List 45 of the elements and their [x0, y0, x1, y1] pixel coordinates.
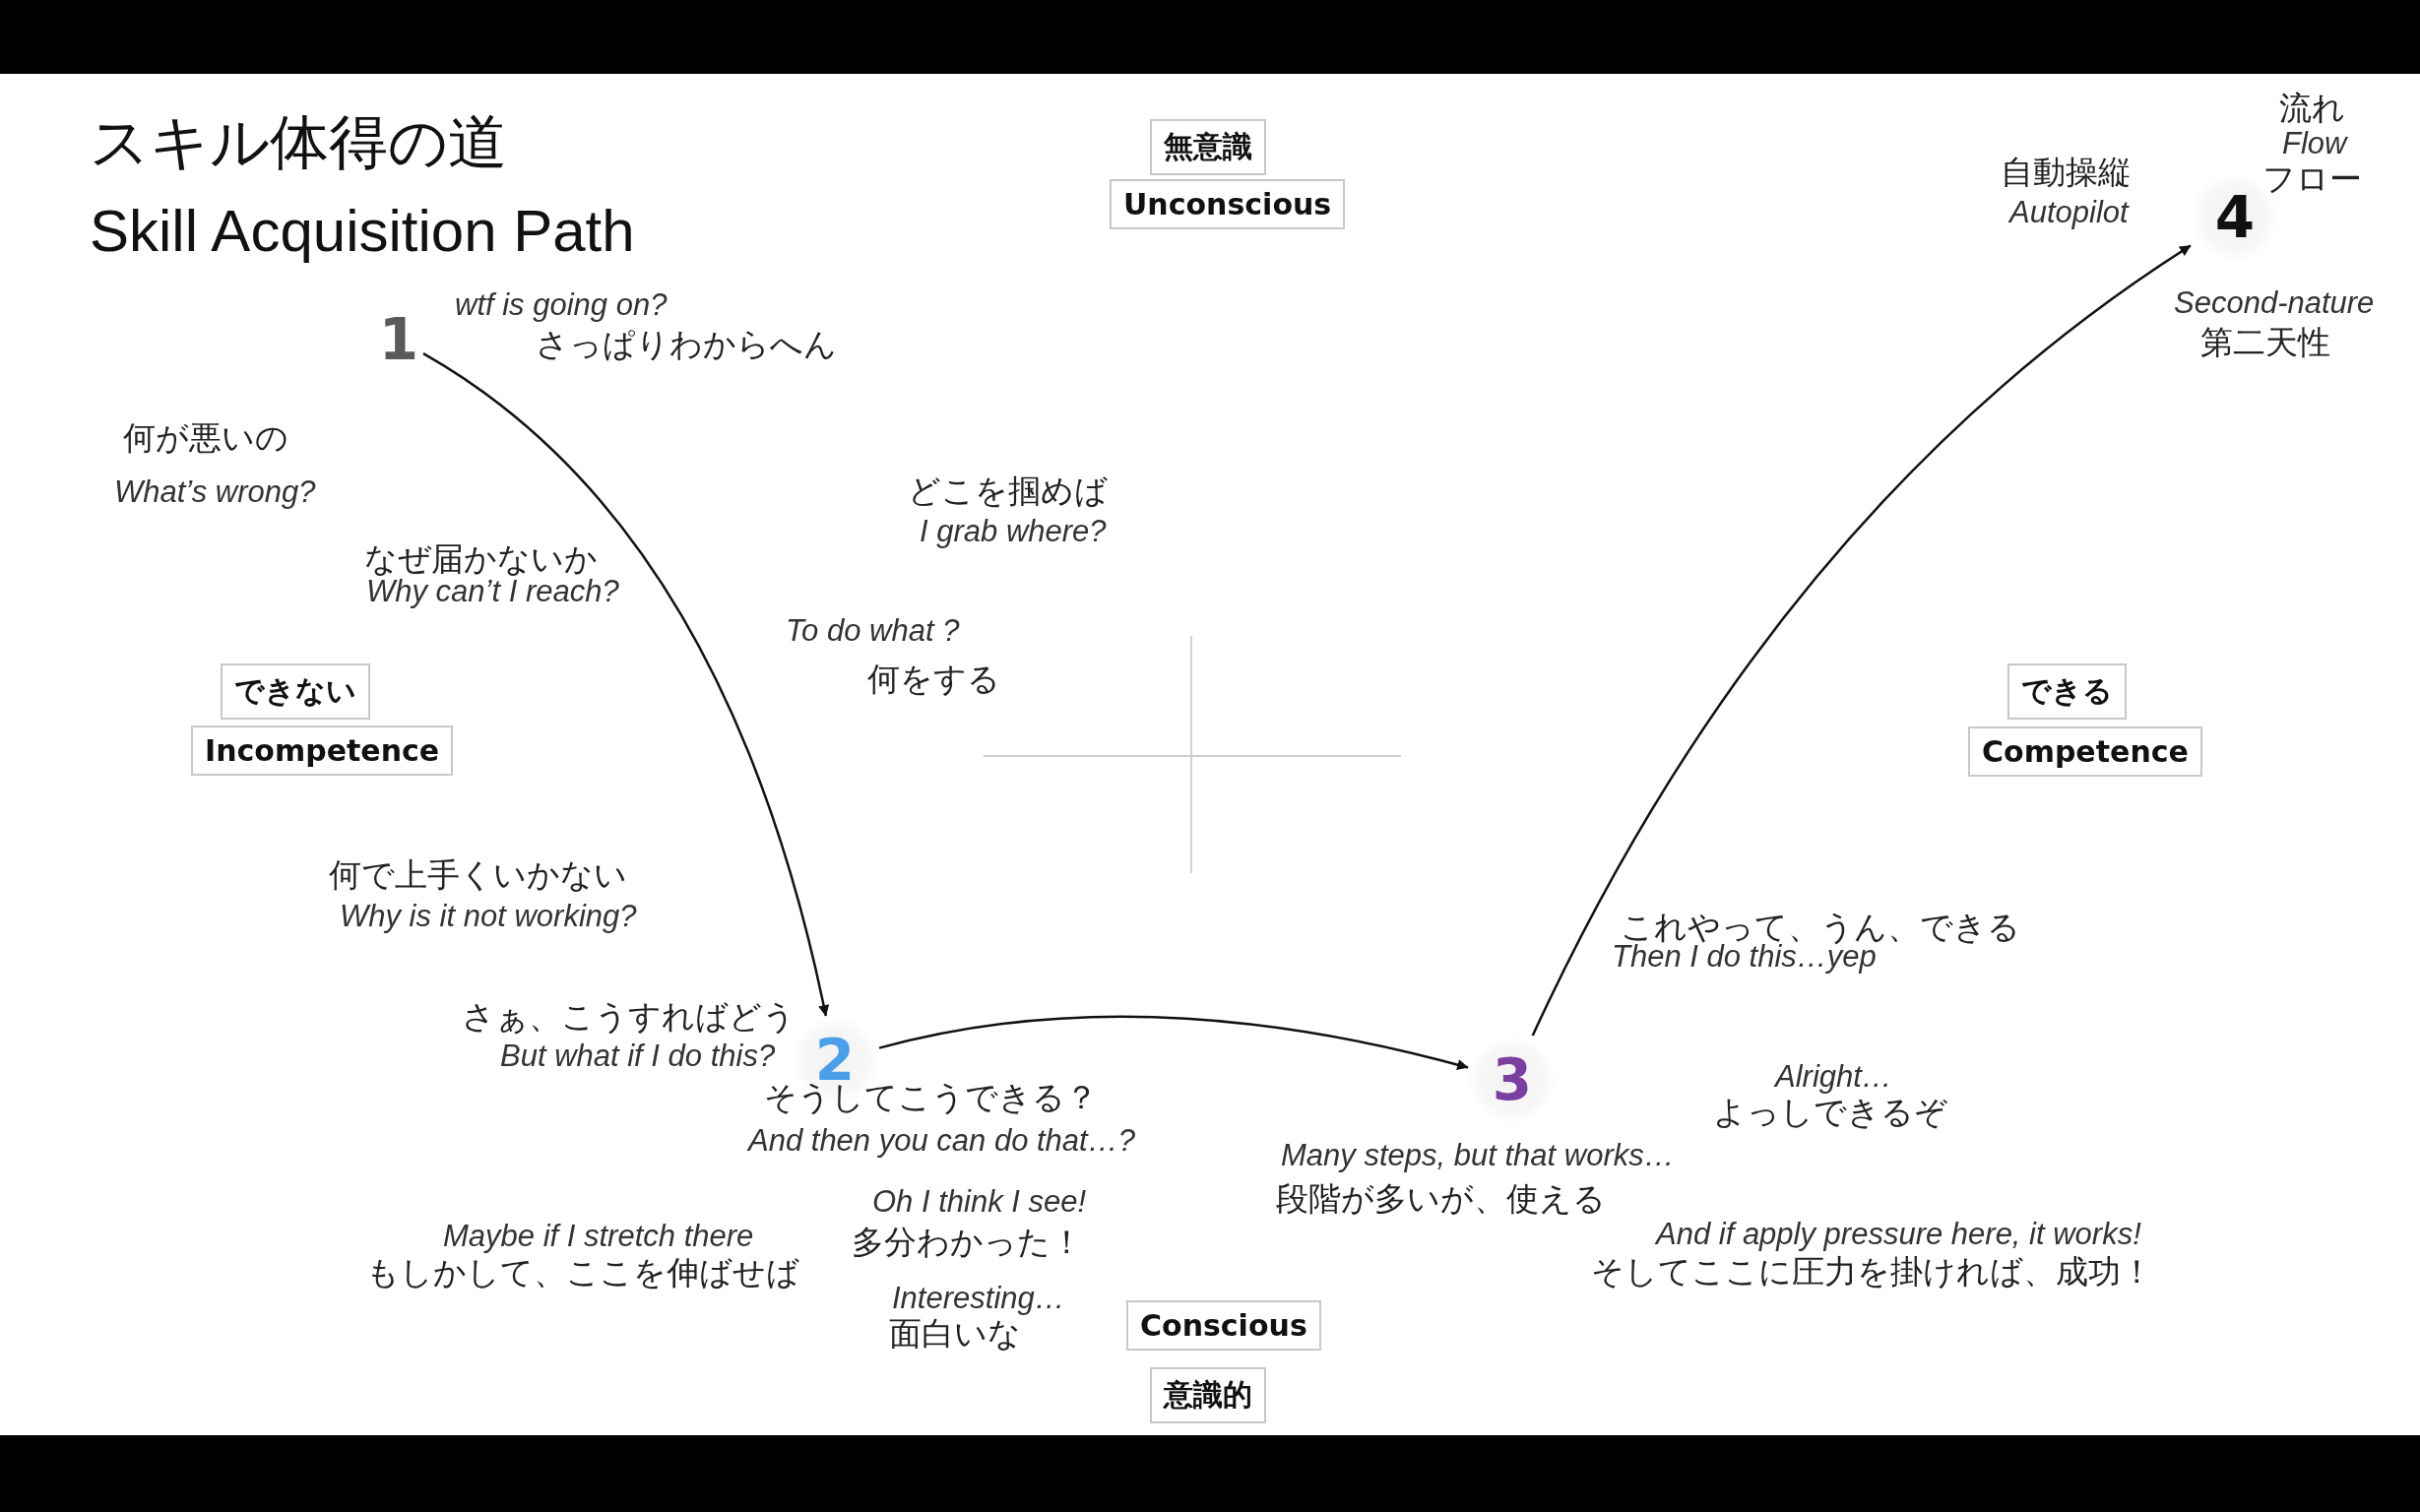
japanese-phrase: 何で上手くいかない — [329, 854, 627, 896]
japanese-phrase: 自動操縦 — [2001, 152, 2131, 193]
english-phrase: What’s wrong? — [114, 474, 316, 510]
curved-arrow — [878, 1015, 1469, 1071]
curved-arrow — [422, 352, 829, 1017]
english-phrase: Oh I think I see! — [872, 1184, 1087, 1220]
japanese-phrase: どこを掴めば — [908, 471, 1108, 512]
japanese-phrase: 面白いな — [889, 1314, 1021, 1354]
english-phrase: Alright… — [1775, 1059, 1892, 1095]
english-phrase: And if apply pressure here, it works! — [1656, 1217, 2141, 1252]
japanese-phrase: よっしできるぞ — [1713, 1093, 1947, 1133]
subtitle: Skill Acquisition Path — [90, 197, 635, 265]
japanese-phrase: 段階が多いが、使える — [1276, 1178, 1606, 1220]
english-phrase: wtf is going on? — [455, 287, 668, 323]
quadrant-label: Incompetence — [191, 725, 454, 776]
english-phrase: Autopilot — [2009, 195, 2129, 230]
quadrant-label: Conscious — [1126, 1300, 1321, 1351]
japanese-phrase: 第二天性 — [2200, 322, 2330, 363]
quadrant-label: Competence — [1968, 726, 2202, 777]
quadrant-label: できる — [2007, 663, 2127, 720]
japanese-phrase: 何が悪いの — [123, 417, 288, 459]
title: スキル体得の道 — [90, 106, 507, 178]
japanese-phrase: 多分わかった！ — [852, 1222, 1083, 1263]
quadrant-label: できない — [221, 663, 370, 720]
quadrant-label: 無意識 — [1150, 119, 1266, 175]
quadrant-label: Unconscious — [1110, 179, 1346, 229]
japanese-phrase: そしてここに圧力を掛ければ、成功！ — [1591, 1251, 2153, 1292]
curved-arrow — [1531, 244, 2192, 1037]
step-number: 1 — [374, 300, 423, 379]
english-phrase: Why is it not working? — [340, 899, 637, 934]
english-phrase: Flow — [2282, 126, 2347, 161]
japanese-phrase: 何をする — [867, 659, 1000, 700]
english-phrase: I grab where? — [920, 514, 1107, 549]
japanese-phrase: 流れ — [2279, 88, 2345, 129]
quadrant-label: 意識的 — [1150, 1367, 1266, 1423]
japanese-phrase: なぜ届かないか — [364, 538, 598, 579]
english-phrase: But what if I do this? — [500, 1039, 776, 1074]
japanese-phrase: もしかして、ここを伸ばせば — [366, 1253, 799, 1293]
english-phrase: Interesting… — [892, 1281, 1065, 1316]
english-phrase: To do what ? — [786, 613, 960, 649]
japanese-phrase: さっぱりわからへん — [536, 324, 837, 365]
english-phrase: Maybe if I stretch there — [443, 1219, 754, 1254]
english-phrase: Many steps, but that works… — [1281, 1138, 1675, 1173]
english-phrase: And then you can do that…? — [748, 1123, 1135, 1159]
english-phrase: Second-nature — [2174, 285, 2375, 321]
